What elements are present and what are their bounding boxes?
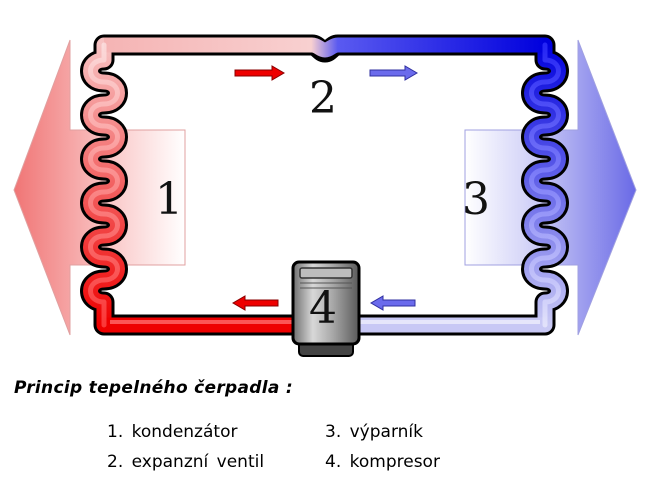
legend-item-condenser: 1. kondenzátor bbox=[107, 422, 238, 442]
compressor-unit bbox=[291, 260, 361, 357]
label-expansion-valve: 2 bbox=[309, 73, 337, 124]
flow-arrow-top-left bbox=[234, 65, 285, 81]
legend-item-compressor: 4. kompresor bbox=[325, 452, 440, 472]
heat-pump-diagram: 1 2 3 4 bbox=[13, 34, 637, 357]
label-compressor: 4 bbox=[309, 283, 337, 334]
flow-arrow-bottom-left bbox=[232, 295, 279, 311]
refrigerant-pipe bbox=[80, 34, 569, 336]
label-evaporator: 3 bbox=[462, 174, 490, 225]
legend-item-expansion-valve: 2. expanzní ventil bbox=[107, 452, 265, 472]
label-condenser: 1 bbox=[155, 174, 183, 225]
legend-title: Princip tepelného čerpadla : bbox=[14, 378, 293, 398]
flow-arrow-top-right bbox=[369, 65, 418, 81]
legend-item-evaporator: 3. výparník bbox=[325, 422, 423, 442]
flow-arrow-bottom-right bbox=[370, 295, 416, 311]
